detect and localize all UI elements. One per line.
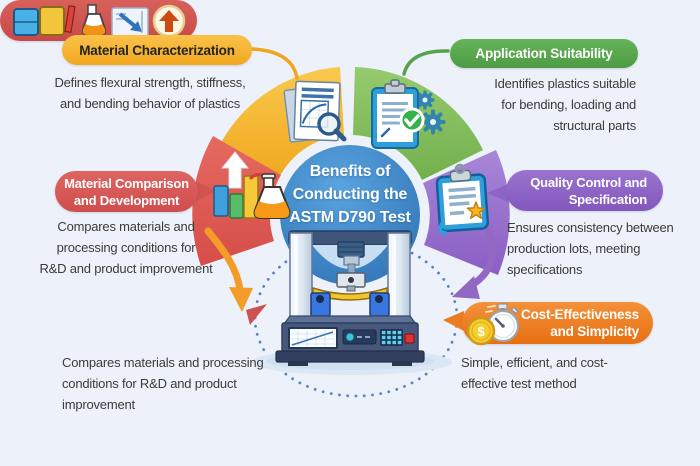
clipboard-star-icon <box>435 163 490 236</box>
coin-stopwatch-icons: $ <box>466 303 519 346</box>
callout-pill-application-suitability: Application Suitability <box>450 39 638 68</box>
pill-tails <box>196 182 508 331</box>
machine-specimen <box>312 286 388 301</box>
materials-icons <box>12 3 185 37</box>
chart-document-icon <box>283 80 347 143</box>
clipboard-check-gears-icon <box>371 79 446 149</box>
flask-icon <box>81 3 106 36</box>
connectors <box>250 47 450 80</box>
red-pill-tail <box>196 182 217 201</box>
purple-curved-arrow <box>452 224 496 299</box>
redbar-tail <box>246 304 267 325</box>
callout-pill-label: Material Characterization <box>79 42 235 58</box>
machine-keypad <box>380 329 403 346</box>
machine-base <box>275 315 425 366</box>
bar-chart-flask-icon <box>213 151 291 219</box>
callout-pill-material-characterization: Material Characterization <box>62 35 252 65</box>
up-arrow-circle-icon <box>152 4 185 37</box>
callout-pill-label: Application Suitability <box>475 46 613 61</box>
coin-icon: $ <box>466 316 496 346</box>
orange-pill-tail <box>443 311 464 331</box>
materials-icon-bar <box>0 0 197 41</box>
marker-icon <box>63 4 76 33</box>
machine-console <box>342 329 377 345</box>
green-connector-line <box>402 49 450 76</box>
document-arrow-icon <box>110 6 149 37</box>
gears <box>415 90 446 135</box>
center-circle <box>280 145 420 285</box>
machine-screen <box>288 327 338 349</box>
callout-desc-material-characterization: Defines flexural strength, stiffness,and… <box>54 75 246 111</box>
yellow-container-icon <box>38 5 65 36</box>
testing-machine-illustration <box>275 230 425 366</box>
callout-desc-cost-effectiveness: Simple, efficient, and cost-effective te… <box>461 355 608 391</box>
machine-piston <box>336 241 366 292</box>
yellow-connector-line <box>250 47 299 80</box>
machine-red-button <box>404 333 415 344</box>
purple-pill-tail <box>487 184 508 202</box>
dollar-symbol: $ <box>477 324 485 339</box>
coin-stopwatch-badge: $ <box>466 301 526 350</box>
orange-curved-arrow <box>204 227 253 312</box>
